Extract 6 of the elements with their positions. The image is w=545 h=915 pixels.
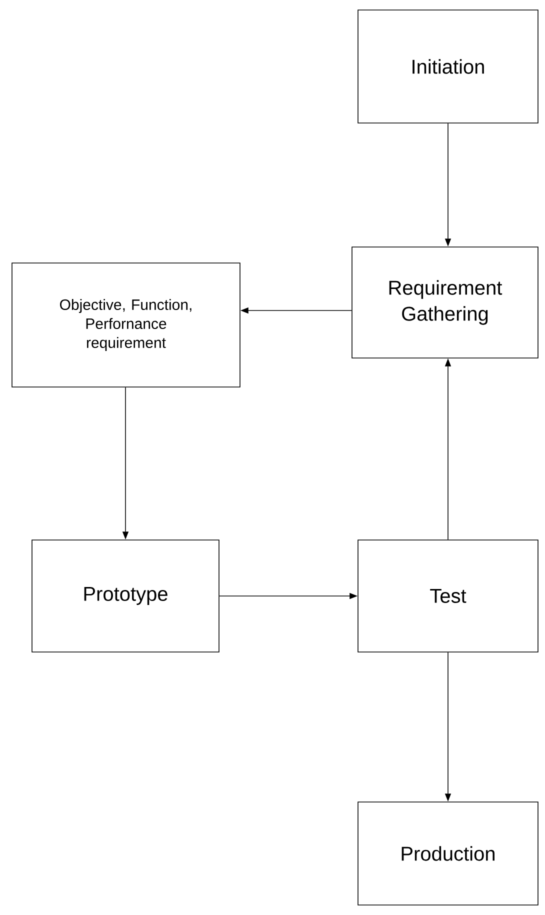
process-box: Initiation <box>358 10 538 124</box>
process-box: Production <box>358 802 538 906</box>
process-box: Requirement Gathering <box>352 246 538 358</box>
process-box: Prototype <box>32 540 220 652</box>
process-box: Objective, Function, Perfornance requirement <box>12 262 240 388</box>
process-box: Test <box>358 540 538 652</box>
